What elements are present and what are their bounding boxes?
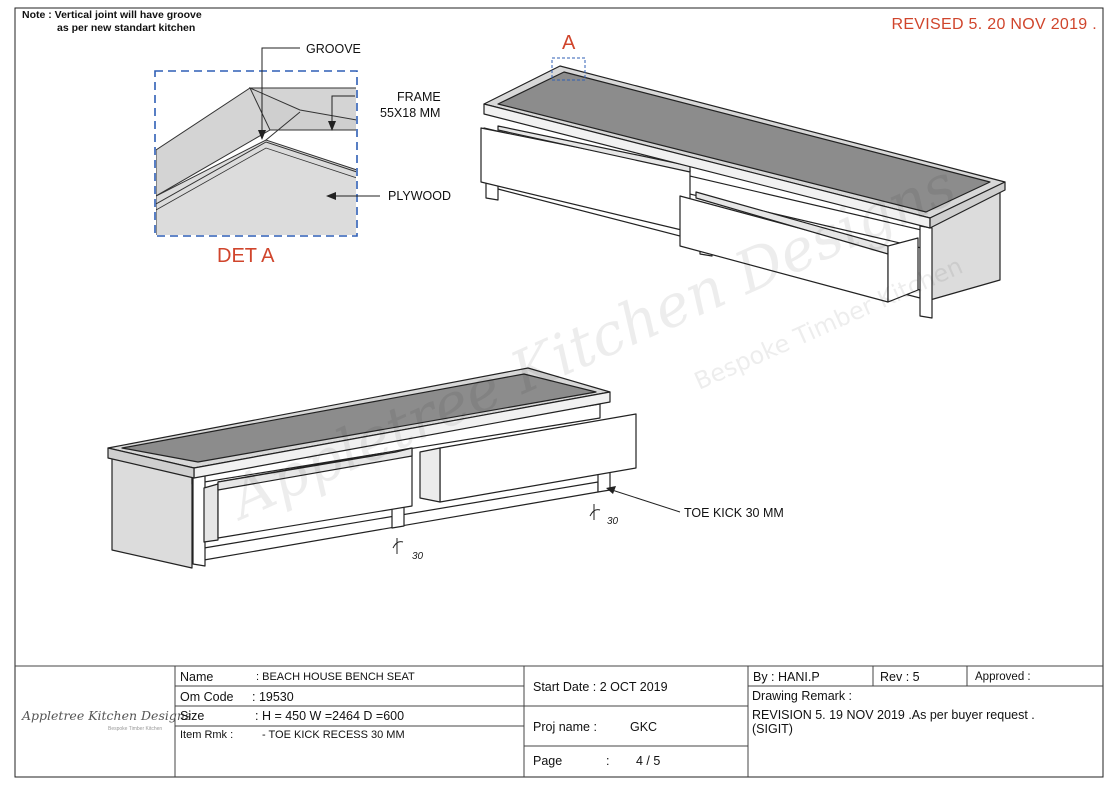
company-logo-tagline: Bespoke Timber Kitchen [108, 726, 163, 732]
detail-a-marker-box [551, 57, 586, 81]
detail-a-marker: A [562, 32, 576, 54]
revision-number: Rev : 5 [880, 670, 920, 684]
toe-kick-leader [611, 489, 681, 513]
bench2-drawer-left [217, 447, 413, 539]
dim-mark-right [589, 504, 601, 520]
name-label: Name [180, 670, 214, 684]
note-line-2: as per new standart kitchen [57, 22, 196, 34]
dim-30-right: 30 [607, 516, 619, 527]
sheet-border [14, 7, 1104, 778]
size-value: : H = 450 W =2464 D =600 [255, 709, 405, 723]
dim-mark-bottom [392, 538, 404, 554]
om-code-value: : 19530 [252, 690, 294, 704]
bench-view-top [480, 57, 1006, 319]
name-value: : BEACH HOUSE BENCH SEAT [256, 671, 415, 683]
note-line-1: Note : Vertical joint will have groove [22, 9, 202, 21]
company-logo: Appletree Kitchen Designs [22, 708, 192, 723]
bench1-top-panel [497, 71, 991, 213]
detail-a-view [154, 47, 380, 237]
page-label: Page [533, 754, 563, 768]
proj-name-label: Proj name : [533, 720, 597, 734]
detail-a-title: DET A [217, 245, 275, 267]
drawn-by: By : HANI.P [753, 670, 820, 684]
item-remark-value: - TOE KICK RECESS 30 MM [262, 729, 405, 741]
drawing-remark-label: Drawing Remark : [752, 689, 853, 703]
item-remark-label: Item Rmk : [180, 729, 234, 741]
page-separator: : [606, 754, 610, 768]
proj-name-value: GKC [630, 720, 658, 734]
om-code-label: Om Code [180, 690, 234, 704]
groove-label: GROOVE [306, 42, 361, 56]
frame-label: FRAME [397, 90, 441, 104]
bench2-leg-left [192, 469, 206, 567]
revision-stamp: REVISED 5. 20 NOV 2019 . [891, 16, 1097, 33]
plywood-label: PLYWOOD [388, 189, 451, 203]
dim-30-bottom: 30 [412, 551, 424, 562]
bench2-top-panel [121, 373, 597, 463]
groove-leader [261, 47, 300, 138]
title-block-grid [15, 665, 1103, 777]
approved-label: Approved : [975, 671, 1031, 683]
detail-groove-line [156, 141, 356, 205]
page-number: 4 / 5 [636, 754, 661, 768]
drawing-remark-line-1: REVISION 5. 19 NOV 2019 .As per buyer re… [752, 708, 1035, 722]
size-label: Size [180, 709, 205, 723]
bench-view-bottom [107, 367, 637, 569]
toe-kick-label: TOE KICK 30 MM [684, 506, 784, 520]
frame-size-label: 55X18 MM [380, 106, 441, 120]
detail-plywood [156, 139, 356, 235]
start-date: Start Date : 2 OCT 2019 [533, 680, 668, 694]
detail-frame-right [248, 87, 356, 131]
frame-leader [331, 95, 355, 128]
drawing-remark-line-2: (SIGIT) [752, 722, 793, 736]
